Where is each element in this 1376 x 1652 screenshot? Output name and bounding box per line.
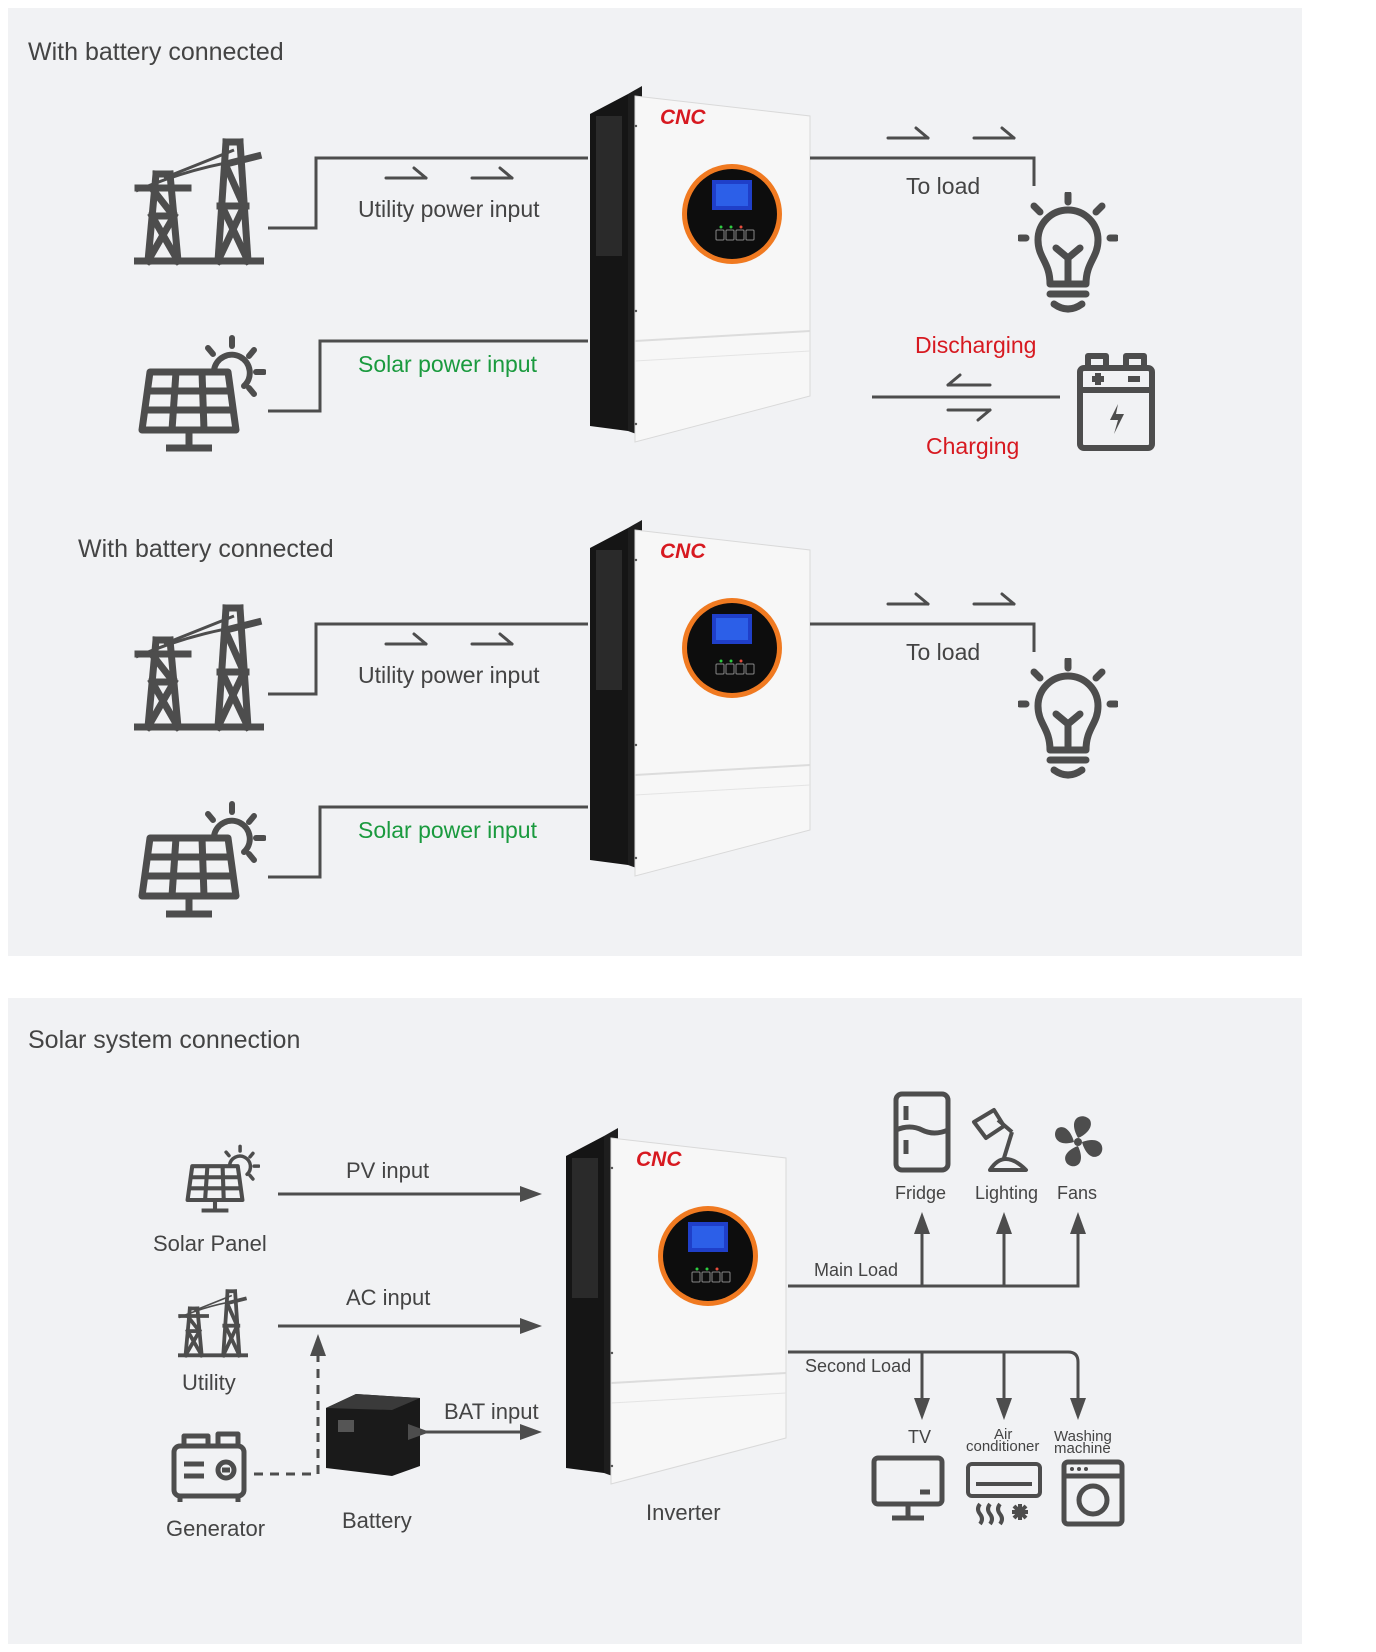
inverter-image (589, 86, 811, 443)
air-conditioner-label-line1: Air (994, 1426, 1013, 1443)
lightbulb-icon (1020, 194, 1116, 309)
discharging-label: Discharging (915, 332, 1037, 358)
solar-panel-icon (142, 804, 264, 914)
second-load-label: Second Load (805, 1356, 912, 1376)
washing-machine-label-line1: Washing (1054, 1428, 1112, 1445)
section-title: With battery connected (28, 38, 284, 66)
utility-pylon-icon (134, 142, 264, 261)
washing-machine-label-line2: machine (1054, 1440, 1111, 1457)
solar-system-panel: Solar system connection Solar Panel Util… (8, 998, 1302, 1644)
solar-panel-icon (188, 1146, 259, 1210)
solar-input-label: Solar power input (358, 351, 537, 377)
generator-icon (171, 1431, 247, 1502)
utility-pylon-icon (178, 1289, 248, 1358)
inverter-label: Inverter (646, 1500, 721, 1525)
tv-icon (871, 1455, 945, 1521)
inverter-brand-logo: CNC (636, 1148, 682, 1171)
solar-panel-icon (142, 338, 264, 448)
pv-input-label: PV input (346, 1158, 430, 1183)
tv-label: TV (908, 1427, 932, 1447)
inverter-image (565, 1128, 787, 1485)
bat-input-label: BAT input (444, 1399, 539, 1424)
battery-connected-panel: With battery connected Utility power inp… (8, 8, 1302, 956)
flow-arrow-icon (470, 166, 514, 180)
generator-dashed-line (254, 1334, 326, 1476)
lighting-label: Lighting (975, 1183, 1039, 1203)
solar-line (268, 339, 588, 413)
air-conditioner-label-line2: conditioner (966, 1438, 1040, 1455)
flow-arrow-icon (470, 632, 514, 646)
utility-label: Utility (182, 1370, 236, 1395)
solar-panel-label: Solar Panel (153, 1231, 267, 1256)
generator-label: Generator (166, 1516, 266, 1541)
flow-arrow-icon (886, 126, 930, 140)
flow-arrow-icon (384, 166, 428, 180)
second-load-bus (788, 1350, 1086, 1420)
fans-label: Fans (1057, 1183, 1098, 1203)
utility-input-label: Utility power input (358, 196, 540, 222)
to-load-label: To load (906, 173, 981, 199)
battery-label: Battery (342, 1508, 412, 1533)
inverter-brand-logo: CNC (660, 106, 706, 129)
washing-machine-dots-icon (1070, 1467, 1088, 1471)
battery-connected-diagram (8, 86, 1302, 956)
flow-arrow-icon (886, 592, 930, 606)
utility-line (268, 156, 588, 230)
utility-line (268, 622, 588, 696)
main-load-bus (788, 1212, 1086, 1288)
load-line (810, 156, 1036, 186)
main-load-label: Main Load (814, 1260, 899, 1280)
charging-label: Charging (926, 433, 1020, 459)
lightbulb-icon (1020, 660, 1116, 775)
solar-line (268, 805, 588, 879)
battery-image (326, 1394, 420, 1476)
air-conditioner-icon (966, 1462, 1042, 1526)
flow-arrow-icon (972, 592, 1016, 606)
solar-system-diagram (171, 1091, 1125, 1527)
battery-icon (1080, 356, 1152, 448)
desk-lamp-icon (972, 1108, 1028, 1172)
flow-arrow-icon (384, 632, 428, 646)
flow-arrow-icon (972, 126, 1016, 140)
fridge-label: Fridge (895, 1183, 947, 1203)
utility-input-label: Utility power input (358, 662, 540, 688)
inverter-brand-logo: CNC (660, 540, 706, 563)
solar-input-label: Solar power input (358, 817, 537, 843)
load-line (810, 622, 1036, 652)
ac-input-label: AC input (346, 1285, 431, 1310)
washing-machine-icon (1061, 1459, 1125, 1527)
inverter-image (589, 520, 811, 877)
fridge-icon (893, 1091, 951, 1173)
utility-pylon-icon (134, 608, 264, 727)
fan-icon (1055, 1116, 1103, 1167)
section-title: Solar system connection (28, 1026, 301, 1054)
section-title: With battery connected (78, 535, 334, 563)
discharge-charge-arrows-icon (946, 373, 992, 422)
to-load-label: To load (906, 639, 981, 665)
